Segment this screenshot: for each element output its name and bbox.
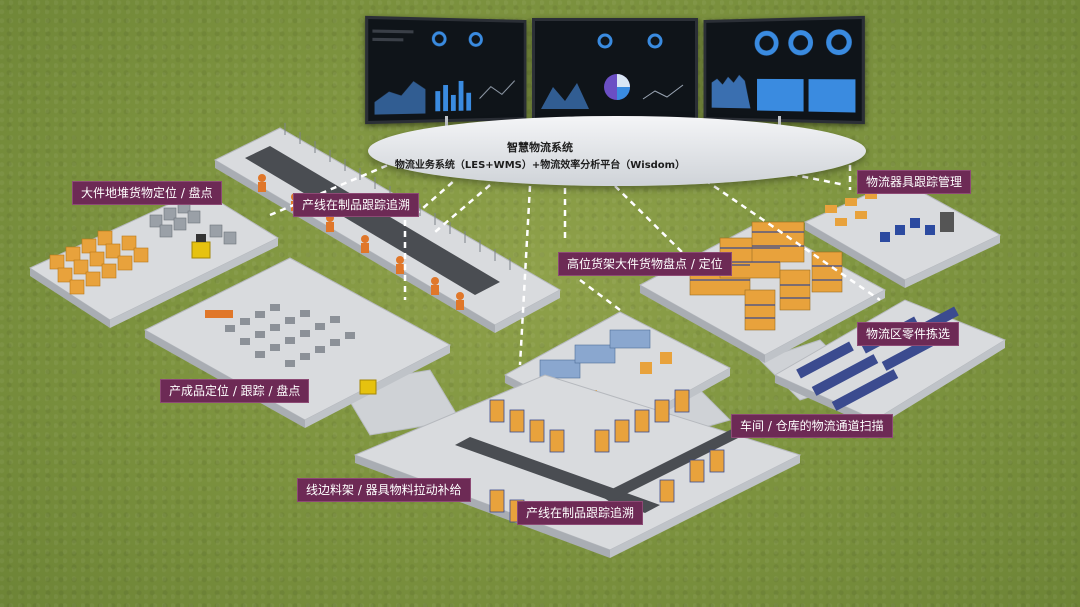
connector-lines [269,158,881,366]
connector-line [614,185,691,261]
system-platform [368,116,866,186]
connector-line [704,178,881,302]
dashboard-monitor-center [532,18,698,122]
callout-tools-tracking: 物流器具跟踪管理 [857,170,972,194]
zone-finished-products [143,257,452,428]
connector-line [414,179,456,216]
callout-channel-scan: 车间 / 仓库的物流通道扫描 [731,414,893,438]
connector-line [518,185,532,366]
callout-line-tracking-bottom: 产线在制品跟踪追溯 [517,501,644,525]
connector-line [269,158,401,217]
platform-title: 智慧物流系统 [507,141,573,154]
dashboard-chart [535,21,695,119]
dashboard-monitor-right [703,15,865,125]
callout-parts-picking: 物流区零件拣选 [857,322,960,346]
dashboard-chart [368,19,524,121]
dashboard-chart [706,19,862,121]
callout-line-tracking-top: 产线在制品跟踪追溯 [293,193,420,217]
connector-line [434,184,491,233]
zone-bulk-storage [28,189,280,328]
zone-tools-tracking [803,179,1002,288]
callout-high-rack: 高位货架大件货物盘点 / 定位 [558,252,732,276]
dashboard-monitor-left [365,15,527,125]
connector-line [579,279,621,311]
platform-subtitle: 物流业务系统（LES+WMS）+物流效率分析平台（Wisdom） [394,160,686,171]
zone-production-line-top [213,123,562,333]
callout-finished-products: 产成品定位 / 跟踪 / 盘点 [160,379,310,403]
callout-lineside-replenish: 线边料架 / 器具物料拉动补给 [297,478,471,502]
callout-bulk-storage: 大件地堆货物定位 / 盘点 [72,181,222,205]
